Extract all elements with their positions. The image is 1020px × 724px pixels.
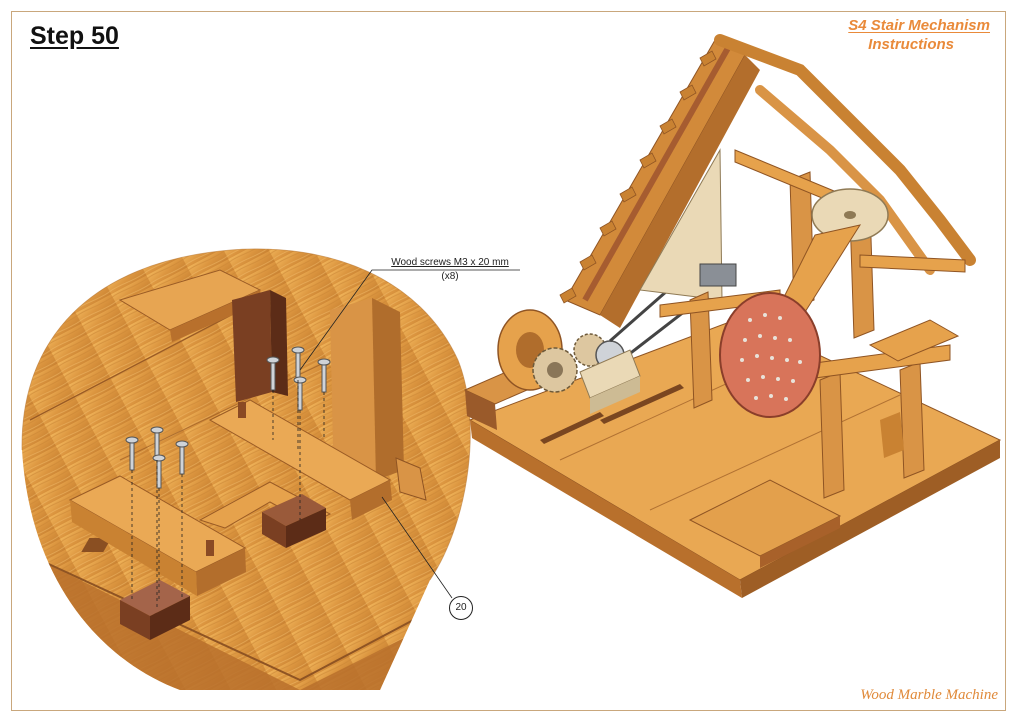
screw-callout-caption: Wood screws M3 x 20 mm (391, 257, 509, 268)
screw-callout-quantity: (x8) (441, 271, 459, 282)
main-assembly (463, 34, 1002, 598)
footer-brand: Wood Marble Machine (860, 687, 998, 703)
document-title-line1: S4 Stair Mechanism (848, 17, 990, 34)
part-number-badge: 20 (449, 596, 473, 620)
page-frame (11, 11, 1006, 711)
screw-callout: Wood screws M3 x 20 mm (x8) (372, 256, 528, 284)
step-title: Step 50 (30, 22, 119, 50)
detail-view (21, 248, 471, 690)
document-title-line2: Instructions (868, 36, 954, 53)
document-title: S4 Stair Mechanism Instructions (848, 16, 990, 54)
